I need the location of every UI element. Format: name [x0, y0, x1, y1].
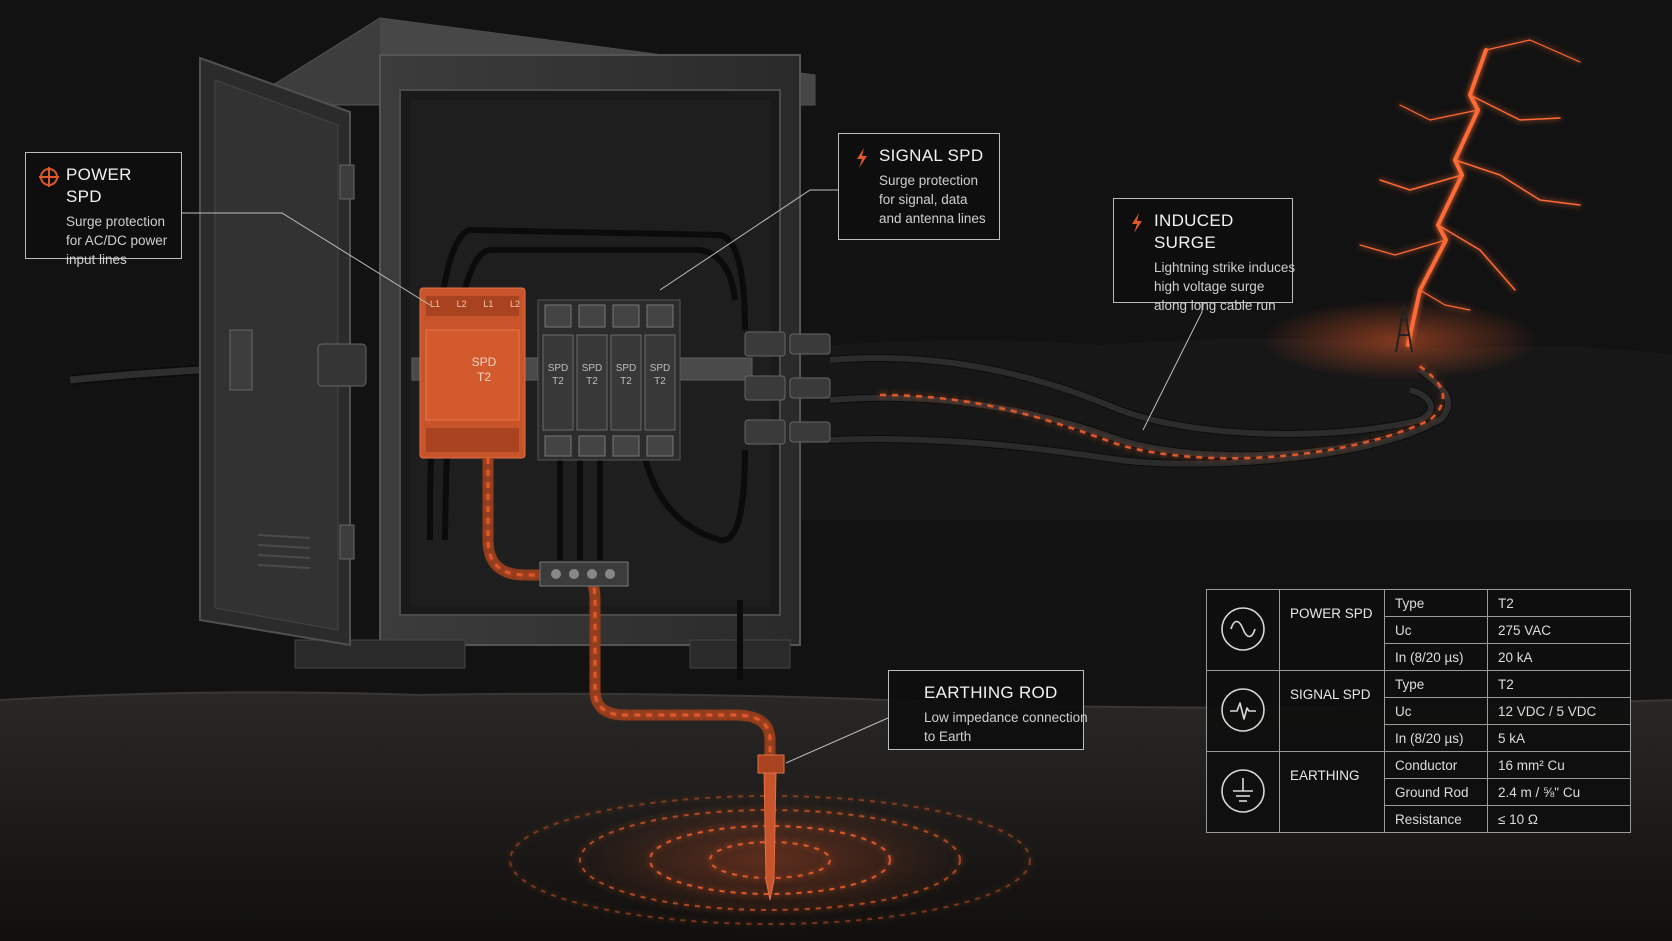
signal-spd-label: T2 — [620, 376, 632, 387]
outdoor-enclosure — [264, 17, 831, 901]
callout-title: EARTHING ROD — [924, 683, 1058, 702]
long-cable-run — [829, 354, 1453, 468]
spec-value: 2.4 m / ⅝" Cu — [1487, 778, 1631, 806]
signal-spd-labels: SPD T2 SPD T2 SPD T2 SPD T2 — [543, 362, 675, 388]
table-row: Resistance ≤ 10 Ω — [1207, 805, 1631, 833]
pole-label: L2 — [509, 299, 520, 309]
callout-line: Low impedance connection — [924, 710, 1088, 725]
callout-line: Surge protection — [879, 173, 979, 188]
spec-icon-cell — [1206, 751, 1280, 833]
spec-param: Uc — [1384, 697, 1488, 725]
callout-description: Lightning strike induces high voltage su… — [1154, 258, 1296, 315]
power-spd-poles: L1 L2 L1 L2 — [430, 299, 520, 309]
spec-param: In (8/20 µs) — [1384, 643, 1488, 671]
callout-line: high voltage surge — [1154, 279, 1265, 294]
table-row: In (8/20 µs) 5 kA — [1207, 724, 1631, 752]
table-row: In (8/20 µs) 20 kA — [1207, 643, 1631, 671]
spec-value: 275 VAC — [1487, 616, 1631, 644]
table-row: Uc 275 VAC — [1207, 616, 1631, 644]
table-row: EARTHING Conductor 16 mm² Cu — [1206, 751, 1631, 833]
signal-spd-modules — [537, 299, 681, 461]
leader-lines — [181, 189, 1203, 764]
radio-tower-icon — [1395, 304, 1413, 353]
callout-earthing-rod: EARTHING ROD Low impedance connection to… — [888, 670, 1088, 750]
callout-line: Lightning strike induces — [1154, 260, 1296, 275]
spec-param: Type — [1384, 589, 1488, 617]
callout-signal-spd: SIGNAL SPD Surge protection for signal, … — [838, 133, 1000, 240]
spec-value: 20 kA — [1487, 643, 1631, 671]
spec-param: Conductor — [1384, 751, 1488, 779]
callout-line: along long cable run — [1154, 298, 1276, 313]
spec-param: Resistance — [1384, 805, 1488, 833]
spec-category: SIGNAL SPD — [1279, 670, 1385, 752]
callout-line: for AC/DC power — [66, 233, 168, 248]
callout-title: SIGNAL SPD — [879, 146, 984, 165]
callout-description: Surge protection for AC/DC power input l… — [66, 212, 167, 269]
spec-value: 5 kA — [1487, 724, 1631, 752]
callout-line: and antenna lines — [879, 211, 986, 226]
signal-pulse-icon — [1221, 687, 1265, 732]
callout-title: INDUCED SURGE — [1154, 211, 1234, 252]
spec-value: 12 VDC / 5 VDC — [1487, 697, 1631, 725]
table-row: POWER SPD Type T2 — [1206, 589, 1631, 671]
surge-arrows-cable — [879, 363, 1445, 460]
sine-wave-icon — [1221, 606, 1265, 651]
signal-spd-label: SPD — [547, 363, 569, 374]
power-spd-label-line2: T2 — [476, 370, 491, 384]
spec-category: EARTHING — [1279, 751, 1385, 833]
spec-table: POWER SPD Type T2 Uc 275 VAC In (8/20 µs… — [1206, 589, 1631, 833]
pole-label: L1 — [430, 299, 441, 309]
spec-category: POWER SPD — [1279, 589, 1385, 671]
callout-description: Low impedance connection to Earth — [924, 708, 1088, 746]
spec-value: T2 — [1487, 589, 1631, 617]
cable-glands — [744, 331, 831, 445]
signal-spd-label: T2 — [654, 376, 666, 387]
spec-value: T2 — [1487, 670, 1631, 698]
lightning-icon — [857, 148, 867, 168]
callout-line: to Earth — [924, 729, 972, 744]
table-row: Uc 12 VDC / 5 VDC — [1207, 697, 1631, 725]
table-row: SIGNAL SPD Type T2 — [1206, 670, 1631, 752]
callout-power-spd: POWER SPD Surge protection for AC/DC pow… — [25, 152, 182, 267]
power-spd-label-line1: SPD — [471, 355, 497, 369]
ground-rod — [763, 769, 777, 901]
callout-line: for signal, data — [879, 192, 968, 207]
spec-icon-cell — [1206, 589, 1280, 671]
horizon-glow — [1260, 300, 1540, 380]
signal-spd-label: SPD — [649, 363, 671, 374]
spec-param: Type — [1384, 670, 1488, 698]
spec-value: ≤ 10 Ω — [1487, 805, 1631, 833]
callout-line: Surge protection — [66, 214, 166, 229]
spec-param: Ground Rod — [1384, 778, 1488, 806]
signal-spd-label: SPD — [615, 363, 637, 374]
spec-param: In (8/20 µs) — [1384, 724, 1488, 752]
table-row: Ground Rod 2.4 m / ⅝" Cu — [1207, 778, 1631, 806]
power-spd-label: SPD T2 — [470, 355, 498, 385]
lightning-bolt — [1359, 39, 1581, 347]
callout-line: input lines — [66, 252, 127, 267]
signal-spd-label: SPD — [581, 363, 603, 374]
crosshair-icon — [39, 167, 59, 187]
enclosure-door — [199, 56, 367, 647]
lightning-icon — [1132, 213, 1142, 233]
spec-param: Uc — [1384, 616, 1488, 644]
pole-label: L1 — [483, 299, 494, 309]
signal-spd-label: T2 — [552, 376, 564, 387]
pole-label: L2 — [456, 299, 467, 309]
callout-title: POWER SPD — [66, 165, 132, 206]
power-spd-module — [419, 287, 526, 459]
callout-description: Surge protection for signal, data and an… — [879, 171, 986, 228]
callout-induced-surge: INDUCED SURGE Lightning strike induces h… — [1113, 198, 1295, 313]
signal-spd-label: T2 — [586, 376, 598, 387]
spec-icon-cell — [1206, 670, 1280, 752]
ground-icon — [1221, 768, 1265, 813]
spec-value: 16 mm² Cu — [1487, 751, 1631, 779]
